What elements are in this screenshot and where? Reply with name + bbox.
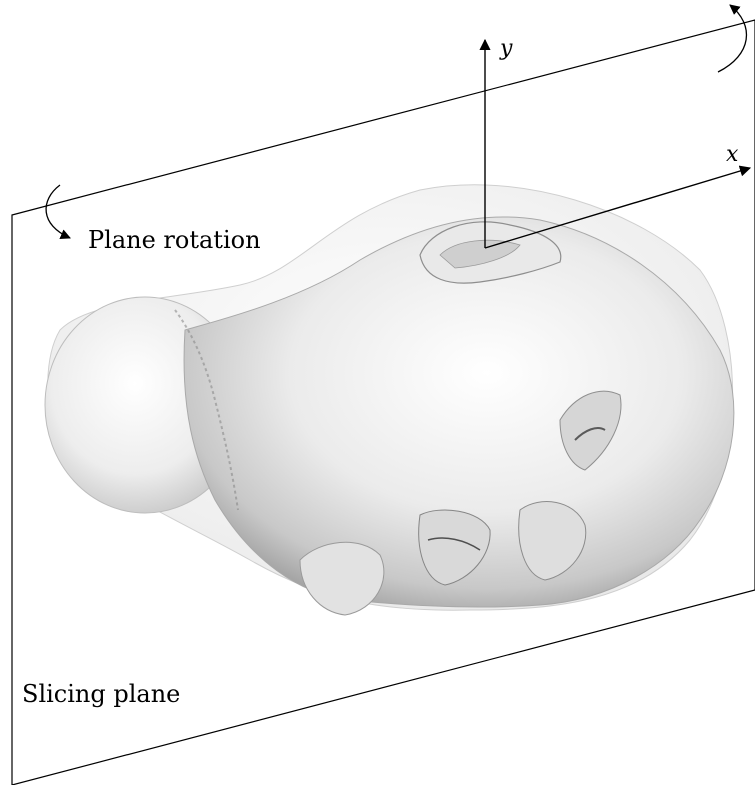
plane-rotation-label: Plane rotation [88,226,261,254]
slicing-plane-label: Slicing plane [22,680,180,708]
y-axis-label: y [500,36,512,61]
x-axis-label: x [726,142,738,167]
rotation-arrow-left [46,185,70,238]
rotation-arrow-right [718,5,746,72]
